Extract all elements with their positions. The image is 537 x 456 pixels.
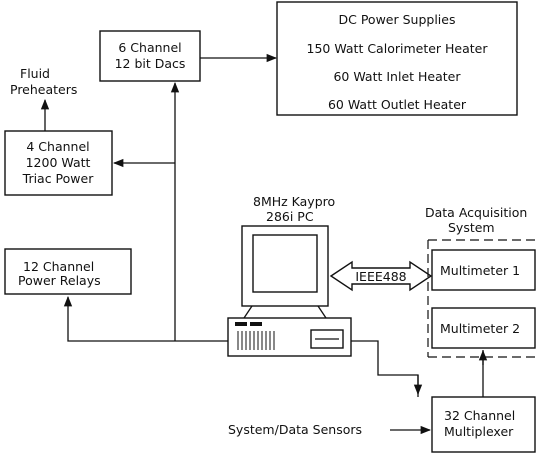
- multimeter-1-label: Multimeter 1: [440, 263, 520, 278]
- dc-power-outlet-heater: 60 Watt Outlet Heater: [328, 97, 467, 112]
- daq-title-line1: Data Acquisition: [425, 205, 527, 220]
- dc-power-supplies-box: DC Power Supplies 150 Watt Calorimeter H…: [277, 2, 517, 115]
- multimeter-2-label: Multimeter 2: [440, 321, 520, 336]
- dc-power-title: DC Power Supplies: [339, 12, 456, 27]
- monitor-screen: [253, 235, 317, 292]
- system-data-sensors-label: System/Data Sensors: [228, 422, 362, 437]
- multiplexer-box: 32 Channel Multiplexer: [432, 397, 535, 452]
- triac-power-box: 4 Channel 1200 Watt Triac Power: [5, 131, 112, 195]
- triac-label-line2: 1200 Watt: [26, 155, 91, 170]
- pc-computer-illustration: [228, 226, 351, 356]
- fluid-preheaters-line2: Preheaters: [10, 82, 77, 97]
- dacs-label-line2: 12 bit Dacs: [115, 56, 186, 71]
- pc-label-line2: 286i PC: [266, 209, 314, 224]
- ieee488-label: IEEE488: [355, 269, 406, 284]
- fluid-preheaters-line1: Fluid: [20, 66, 50, 81]
- arrow-pc-to-relays: [68, 297, 228, 341]
- pc-label-line1: 8MHz Kaypro: [253, 194, 335, 209]
- dc-power-calorimeter-heater: 150 Watt Calorimeter Heater: [307, 41, 489, 56]
- power-relays-box: 12 Channel Power Relays: [5, 249, 131, 294]
- multimeter-2-box: Multimeter 2: [432, 308, 535, 348]
- multimeter-1-box: Multimeter 1: [432, 250, 535, 290]
- relays-label-line1: 12 Channel: [23, 259, 94, 274]
- multiplexer-label-line1: 32 Channel: [444, 408, 515, 423]
- daq-title-line2: System: [448, 220, 495, 235]
- dacs-label-line1: 6 Channel: [118, 40, 181, 55]
- ieee488-bus-arrow: IEEE488: [331, 262, 431, 290]
- dc-power-inlet-heater: 60 Watt Inlet Heater: [333, 69, 461, 84]
- relays-label-line2: Power Relays: [18, 273, 101, 288]
- triac-label-line3: Triac Power: [22, 171, 95, 186]
- dacs-box: 6 Channel 12 bit Dacs: [100, 31, 200, 81]
- line-pc-to-multiplexer: [351, 341, 418, 397]
- multiplexer-label-line2: Multiplexer: [444, 424, 514, 439]
- triac-label-line1: 4 Channel: [26, 139, 89, 154]
